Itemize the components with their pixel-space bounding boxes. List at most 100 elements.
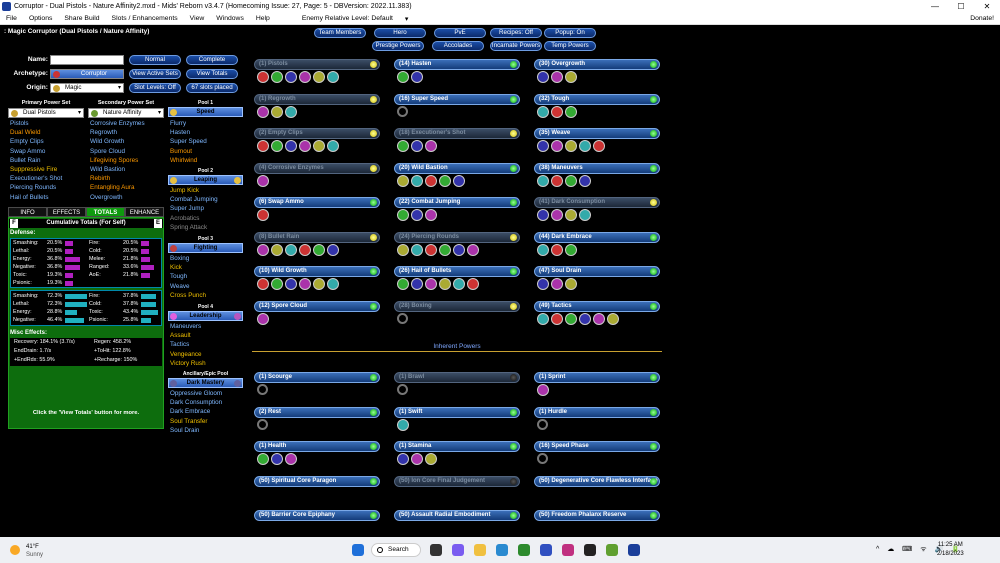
power-super-jump[interactable]: Super Jump: [170, 205, 204, 213]
enhancement-icon[interactable]: [327, 71, 339, 83]
power-jump-kick[interactable]: Jump Kick: [170, 187, 200, 194]
enhancement-icon[interactable]: [425, 174, 437, 187]
enhancement-icon[interactable]: [551, 312, 563, 325]
enhancement-icon[interactable]: [579, 174, 591, 187]
enhancement-icon[interactable]: [551, 243, 563, 256]
power-spore-cloud[interactable]: Spore Cloud: [90, 147, 126, 155]
power-slot[interactable]: (38) Maneuvers: [534, 162, 660, 174]
normal-button[interactable]: Normal: [129, 55, 181, 65]
enhancement-icon[interactable]: [411, 209, 423, 221]
enhancement-icon[interactable]: [257, 453, 269, 465]
power-lifegiving-spores[interactable]: Lifegiving Spores: [90, 156, 139, 164]
power-slot[interactable]: (16) Super Speed: [394, 93, 520, 105]
power-entangling-aura[interactable]: Entangling Aura: [90, 184, 135, 192]
app-icon-green[interactable]: [606, 544, 618, 556]
power-hasten[interactable]: Hasten: [170, 129, 190, 137]
maximize-button[interactable]: ☐: [957, 2, 965, 11]
enhancement-icon[interactable]: [397, 174, 409, 187]
enhancement-icon[interactable]: [537, 174, 549, 187]
power-swap-ammo[interactable]: Swap Ammo: [10, 147, 46, 155]
inherent-slot[interactable]: (50) Ion Core Final Judgement: [394, 475, 520, 487]
power-weave[interactable]: Weave: [170, 282, 190, 290]
enhancement-icon[interactable]: [285, 278, 297, 290]
power-slot[interactable]: (1) Regrowth: [254, 93, 380, 105]
enhancement-icon[interactable]: [551, 209, 563, 221]
enhancement-icon[interactable]: [397, 243, 409, 256]
enhancement-icon[interactable]: [299, 278, 311, 290]
enhancement-icon[interactable]: [579, 209, 591, 221]
enhancement-icon[interactable]: [537, 243, 549, 256]
enhancement-icon[interactable]: [439, 174, 451, 187]
power-oppressive-gloom[interactable]: Oppressive Gloom: [170, 390, 223, 397]
origin-select[interactable]: Magic▾: [50, 83, 124, 93]
enhancement-icon[interactable]: [327, 243, 339, 256]
menu-windows[interactable]: Windows: [216, 15, 244, 22]
menu-view[interactable]: View: [189, 15, 205, 22]
inherent-slot[interactable]: (16) Speed Phase: [534, 441, 660, 452]
enhancement-icon[interactable]: [425, 140, 437, 152]
enhancement-icon[interactable]: [257, 278, 269, 290]
empty-slot-icon[interactable]: [397, 384, 408, 395]
incarnate-powers-button[interactable]: Incarnate Powers: [490, 41, 542, 51]
inherent-slot[interactable]: (2) Rest: [254, 406, 380, 418]
enhancement-icon[interactable]: [397, 453, 409, 465]
power-executioners-shot[interactable]: Executioner's Shot: [10, 175, 63, 183]
enhancement-icon[interactable]: [551, 105, 563, 118]
menu-help[interactable]: Help: [255, 15, 270, 22]
enhancement-icon[interactable]: [411, 278, 423, 290]
donate-link[interactable]: Donate!: [970, 15, 994, 22]
empty-slot-icon[interactable]: [537, 453, 548, 464]
power-dark-consumption[interactable]: Dark Consumption: [170, 399, 223, 407]
enhancement-icon[interactable]: [607, 312, 619, 325]
power-dual-wield[interactable]: Dual Wield: [10, 129, 41, 137]
enhancement-icon[interactable]: [551, 140, 563, 152]
inherent-slot[interactable]: (1) Swift: [394, 406, 520, 418]
power-overgrowth[interactable]: Overgrowth: [90, 193, 123, 201]
enhancement-icon[interactable]: [271, 105, 283, 118]
file-explorer-icon[interactable]: [474, 544, 486, 556]
power-slot[interactable]: (1) Pistols: [254, 59, 380, 70]
enhancement-icon[interactable]: [467, 243, 479, 256]
view-totals-button[interactable]: View Totals: [186, 69, 238, 79]
xbox-icon[interactable]: [518, 544, 530, 556]
enhancement-icon[interactable]: [565, 209, 577, 221]
pool-select-leadership[interactable]: Leadership: [168, 311, 243, 321]
power-slot[interactable]: (44) Dark Embrace: [534, 231, 660, 243]
power-slot[interactable]: (14) Hasten: [394, 59, 520, 70]
enhancement-icon[interactable]: [257, 105, 269, 118]
power-boxing[interactable]: Boxing: [170, 255, 190, 262]
enhancement-icon[interactable]: [537, 278, 549, 290]
power-slot[interactable]: (6) Swap Ammo: [254, 197, 380, 208]
pool-select-leaping[interactable]: Leaping: [168, 175, 243, 185]
enhancement-icon[interactable]: [439, 243, 451, 256]
enhancement-icon[interactable]: [285, 71, 297, 83]
pool-select-speed[interactable]: Speed: [168, 107, 243, 117]
empty-slot-icon[interactable]: [397, 105, 408, 117]
team-members-button[interactable]: Team Members: [314, 28, 366, 38]
power-kick[interactable]: Kick: [170, 264, 182, 272]
name-input[interactable]: [50, 55, 124, 65]
enhancement-icon[interactable]: [271, 140, 283, 152]
enhancement-icon[interactable]: [579, 312, 591, 325]
power-flurry[interactable]: Flurry: [170, 120, 187, 127]
chevron-down-icon[interactable]: ▾: [404, 15, 409, 23]
enhancement-icon[interactable]: [285, 105, 297, 118]
menu-file[interactable]: File: [6, 15, 17, 22]
slots-placed-button[interactable]: 67 slots placed: [186, 83, 238, 93]
enhancement-icon[interactable]: [313, 140, 325, 152]
power-victory-rush[interactable]: Victory Rush: [170, 359, 206, 367]
enhancement-icon[interactable]: [551, 174, 563, 187]
power-spring-attack[interactable]: Spring Attack: [170, 223, 208, 231]
enhancement-icon[interactable]: [537, 312, 549, 325]
power-wild-bastion[interactable]: Wild Bastion: [90, 166, 125, 174]
app-icon-pink[interactable]: [562, 544, 574, 556]
enhancement-icon[interactable]: [453, 174, 465, 187]
enhancement-icon[interactable]: [411, 71, 423, 83]
enhancement-icon[interactable]: [537, 105, 549, 118]
power-hail-of-bullets[interactable]: Hail of Bullets: [10, 193, 49, 201]
power-slot[interactable]: (12) Spore Cloud: [254, 300, 380, 312]
tab-effects[interactable]: EFFECTS: [47, 207, 86, 217]
power-tough[interactable]: Tough: [170, 273, 188, 281]
power-whirlwind[interactable]: Whirlwind: [170, 156, 198, 164]
